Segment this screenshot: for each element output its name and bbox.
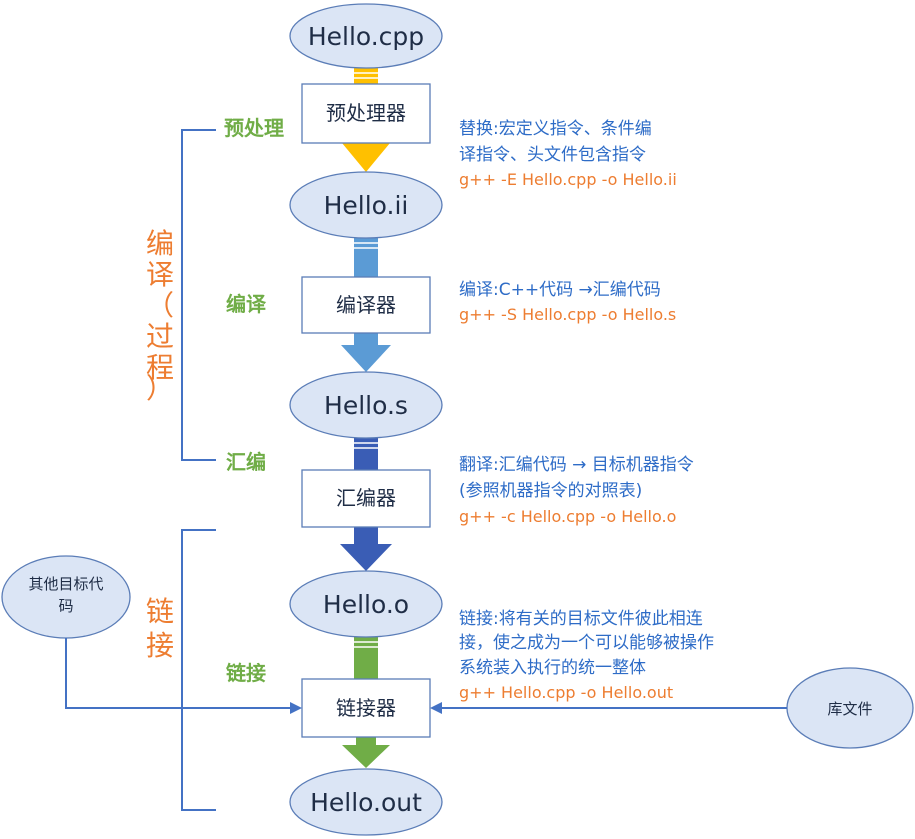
bracket-link-process (181, 529, 216, 811)
group-char: 编 (146, 227, 174, 260)
description-preprocess: 替换:宏定义指令、条件编 译指令、头文件包含指令 g++ -E Hello.cp… (459, 119, 677, 189)
cmd-preprocess: g++ -E Hello.cpp -o Hello.ii (459, 170, 677, 189)
bracket-compile-process (181, 129, 216, 461)
file-node-cpp: Hello.cpp (289, 3, 443, 69)
tool-label-preprocessor: 预处理器 (326, 101, 406, 125)
desc-compile-line1: 编译:C++代码 →汇编代码 (459, 280, 661, 300)
description-assemble: 翻译:汇编代码 → 目标机器指令 (参照机器指令的对照表) g++ -c Hel… (459, 455, 694, 526)
group-char: ） (146, 372, 174, 405)
input-node-other-objects: 其他目标代 码 (1, 555, 131, 639)
desc-link-line2: 接，使之成为一个可以能够被操作 (459, 632, 714, 653)
tool-box-linker: 链接器 (301, 678, 431, 738)
arrow-assembler-to-o (340, 527, 392, 571)
stage-label-link: 链接 (226, 661, 266, 685)
file-node-ii: Hello.ii (289, 171, 443, 239)
arrow-ii-to-compiler (354, 238, 378, 277)
connector-other-objects-to-linker (65, 638, 302, 714)
desc-assemble-line1: 翻译:汇编代码 → 目标机器指令 (459, 455, 694, 475)
desc-preprocess-line1: 替换:宏定义指令、条件编 (459, 119, 652, 139)
desc-link-line1: 链接:将有关的目标文件彼此相连 (459, 609, 703, 629)
arrow-s-to-assembler (354, 438, 378, 470)
file-label-out: Hello.out (310, 788, 422, 817)
file-label-ii: Hello.ii (324, 191, 409, 220)
tool-label-compiler: 编译器 (336, 293, 396, 317)
tool-box-assembler: 汇编器 (301, 469, 431, 528)
arrow-cpp-to-preprocessor (354, 68, 378, 84)
group-char: 接 (146, 629, 174, 662)
tool-box-preprocessor: 预处理器 (301, 83, 431, 144)
group-label-link-process: 链 接 (146, 595, 174, 662)
cmd-link: g++ Hello.cpp -o Hello.out (459, 683, 673, 702)
file-label-o: Hello.o (323, 590, 409, 619)
tool-box-compiler: 编译器 (301, 276, 431, 334)
arrow-preprocessor-to-ii (342, 143, 390, 172)
group-char: 链 (146, 595, 174, 628)
group-char: 过 (146, 320, 174, 353)
file-label-cpp: Hello.cpp (308, 22, 424, 51)
stage-label-preprocess: 预处理 (224, 116, 284, 140)
file-label-s: Hello.s (324, 391, 408, 420)
description-compile: 编译:C++代码 →汇编代码 g++ -S Hello.cpp -o Hello… (459, 280, 676, 324)
stage-label-assemble: 汇编 (226, 450, 266, 474)
input-label-other-objects-line1: 其他目标代 (28, 575, 103, 593)
tool-label-assembler: 汇编器 (336, 486, 396, 510)
input-label-library: 库文件 (827, 700, 872, 718)
stage-label-compile: 编译 (226, 292, 267, 316)
description-link: 链接:将有关的目标文件彼此相连 接，使之成为一个可以能够被操作 系统装入执行的统… (459, 609, 714, 702)
input-label-other-objects-line2: 码 (58, 597, 73, 615)
file-node-o: Hello.o (289, 570, 443, 638)
group-label-compile-process: 编 译 （ 过 程 ） (146, 227, 174, 405)
file-node-out: Hello.out (289, 768, 443, 836)
desc-preprocess-line2: 译指令、头文件包含指令 (459, 145, 646, 165)
desc-assemble-line2: (参照机器指令的对照表) (459, 481, 642, 501)
file-node-s: Hello.s (289, 371, 443, 439)
cmd-compile: g++ -S Hello.cpp -o Hello.s (459, 305, 676, 324)
cmd-assemble: g++ -c Hello.cpp -o Hello.o (459, 507, 676, 526)
arrow-compiler-to-s (341, 333, 391, 372)
arrow-linker-to-out (342, 737, 390, 768)
input-node-library: 库文件 (786, 667, 914, 749)
group-char: 程 (146, 351, 174, 384)
desc-link-line3: 系统装入执行的统一整体 (459, 658, 646, 678)
tool-label-linker: 链接器 (336, 696, 396, 720)
arrow-o-to-linker (354, 637, 378, 679)
connector-library-to-linker (430, 702, 787, 714)
group-char: （ (146, 289, 174, 322)
group-char: 译 (146, 258, 174, 291)
